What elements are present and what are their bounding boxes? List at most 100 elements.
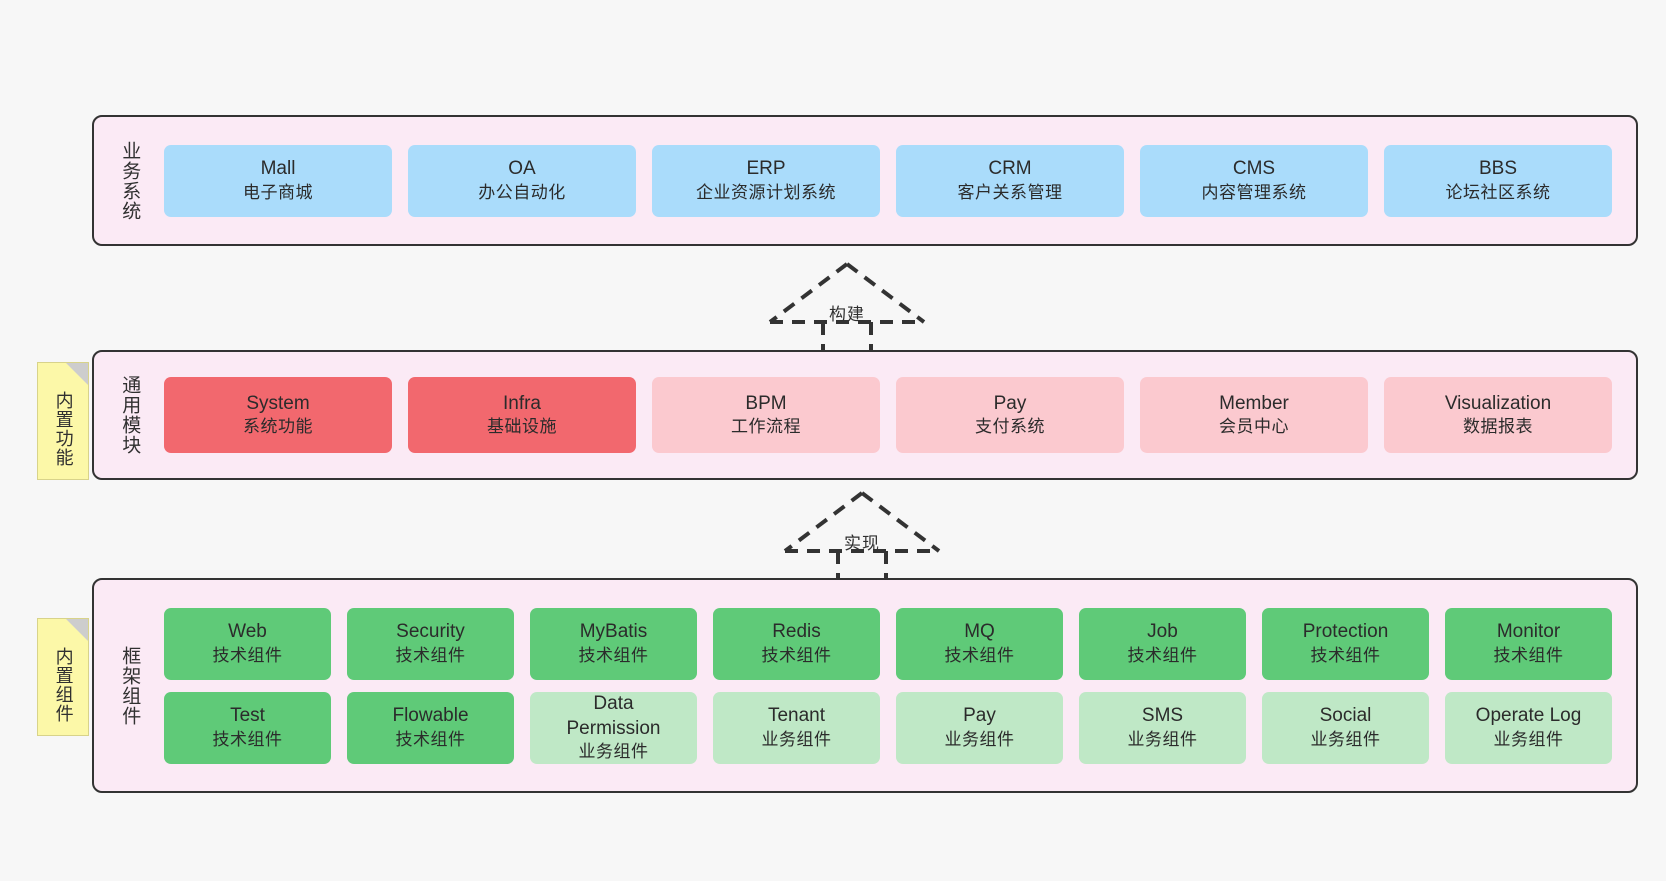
node-title: Security [396, 621, 465, 643]
node-subtitle: 论坛社区系统 [1445, 182, 1551, 202]
node-title: MyBatis [579, 621, 648, 643]
node-member[interactable]: Member 会员中心 [1140, 377, 1368, 453]
node-title: MQ [964, 621, 995, 643]
node-subtitle: 技术组件 [944, 645, 1015, 665]
layer-body-business: Mall 电子商城 OA 办公自动化 ERP 企业资源计划系统 CRM 客户关系… [150, 117, 1636, 244]
node-title: Protection [1302, 621, 1389, 643]
box-row: Test 技术组件 Flowable 技术组件 Data Permission … [156, 691, 1620, 764]
node-subtitle: 办公自动化 [478, 182, 566, 202]
node-subtitle: 业务组件 [578, 741, 649, 761]
node-redis[interactable]: Redis 技术组件 [713, 607, 880, 680]
node-subtitle: 技术组件 [395, 729, 466, 749]
node-security[interactable]: Security 技术组件 [347, 607, 514, 680]
note-text: 内置组件 [53, 647, 74, 723]
node-title: Infra [502, 392, 542, 414]
node-subtitle: 技术组件 [578, 645, 649, 665]
node-social[interactable]: Social 业务组件 [1262, 691, 1429, 764]
node-subtitle: 业务组件 [1310, 729, 1381, 749]
node-subtitle: 系统功能 [243, 417, 313, 437]
node-cms[interactable]: CMS 内容管理系统 [1140, 144, 1368, 217]
box-row: Web 技术组件 Security 技术组件 MyBatis 技术组件 Redi… [156, 607, 1620, 680]
layer-framework-components: 框架组件 Web 技术组件 Security 技术组件 MyBatis 技术组件 [92, 578, 1638, 793]
node-oa[interactable]: OA 办公自动化 [408, 144, 636, 217]
node-operate-log[interactable]: Operate Log 业务组件 [1445, 691, 1612, 764]
layer-title-business: 业务系统 [119, 140, 141, 221]
node-title: Monitor [1496, 621, 1561, 643]
node-subtitle: 电子商城 [243, 182, 313, 202]
node-subtitle: 客户关系管理 [957, 182, 1063, 202]
node-subtitle: 业务组件 [1127, 729, 1198, 749]
node-pay[interactable]: Pay 支付系统 [896, 377, 1124, 453]
node-title: CMS [1232, 158, 1276, 180]
node-subtitle: 技术组件 [395, 645, 466, 665]
node-title: Job [1147, 621, 1178, 643]
note-builtin-components: 内置组件 [37, 618, 89, 736]
node-title: System [246, 392, 310, 414]
node-visualization[interactable]: Visualization 数据报表 [1384, 377, 1612, 453]
node-protection[interactable]: Protection 技术组件 [1262, 607, 1429, 680]
node-sms[interactable]: SMS 业务组件 [1079, 691, 1246, 764]
node-title: CRM [988, 158, 1032, 180]
layer-body-framework: Web 技术组件 Security 技术组件 MyBatis 技术组件 Redi… [150, 580, 1636, 791]
dashed-hollow-arrow-up-icon [783, 491, 941, 581]
node-mq[interactable]: MQ 技术组件 [896, 607, 1063, 680]
node-subtitle: 基础设施 [487, 417, 557, 437]
node-subtitle: 技术组件 [1493, 645, 1564, 665]
node-erp[interactable]: ERP 企业资源计划系统 [652, 144, 880, 217]
dashed-hollow-arrow-up-icon [768, 262, 926, 352]
note-builtin-features: 内置功能 [37, 362, 89, 480]
node-web[interactable]: Web 技术组件 [164, 607, 331, 680]
node-subtitle: 会员中心 [1219, 417, 1289, 437]
node-subtitle: 企业资源计划系统 [696, 182, 836, 202]
node-infra[interactable]: Infra 基础设施 [408, 377, 636, 453]
node-title: OA [508, 158, 536, 180]
node-monitor[interactable]: Monitor 技术组件 [1445, 607, 1612, 680]
layer-title-common: 通用模块 [119, 375, 141, 455]
node-mall[interactable]: Mall 电子商城 [164, 144, 392, 217]
node-title: BPM [745, 392, 787, 414]
node-subtitle: 技术组件 [212, 729, 283, 749]
node-subtitle: 业务组件 [944, 729, 1015, 749]
node-system[interactable]: System 系统功能 [164, 377, 392, 453]
node-title: Mall [260, 158, 296, 180]
node-subtitle: 支付系统 [975, 417, 1045, 437]
node-title: Data Permission [566, 693, 661, 739]
node-subtitle: 技术组件 [1127, 645, 1198, 665]
node-title: Test [230, 705, 265, 727]
node-title: Member [1219, 392, 1289, 414]
node-subtitle: 内容管理系统 [1201, 182, 1307, 202]
node-subtitle: 技术组件 [212, 645, 283, 665]
node-title: Visualization [1444, 392, 1552, 414]
node-title: Operate Log [1475, 705, 1582, 727]
node-subtitle: 业务组件 [1493, 729, 1564, 749]
node-title: Flowable [392, 705, 469, 727]
node-bbs[interactable]: BBS 论坛社区系统 [1384, 144, 1612, 217]
node-subtitle: 业务组件 [761, 729, 832, 749]
node-subtitle: 工作流程 [731, 417, 801, 437]
node-flowable[interactable]: Flowable 技术组件 [347, 691, 514, 764]
layer-common-modules: 通用模块 System 系统功能 Infra 基础设施 BPM 工作流程 [92, 350, 1638, 480]
node-title: ERP [746, 158, 786, 180]
node-title: SMS [1141, 705, 1184, 727]
node-title: Redis [772, 621, 821, 643]
node-pay-component[interactable]: Pay 业务组件 [896, 691, 1063, 764]
connector-realize: 实现 [777, 489, 947, 581]
node-tenant[interactable]: Tenant 业务组件 [713, 691, 880, 764]
node-title: Tenant [767, 705, 826, 727]
node-subtitle: 数据报表 [1463, 417, 1533, 437]
node-title: BBS [1478, 158, 1518, 180]
connector-build: 构建 [762, 260, 932, 352]
node-data-permission[interactable]: Data Permission 业务组件 [530, 691, 697, 764]
node-crm[interactable]: CRM 客户关系管理 [896, 144, 1124, 217]
layer-body-common: System 系统功能 Infra 基础设施 BPM 工作流程 Pay 支付系统 [150, 352, 1636, 478]
node-mybatis[interactable]: MyBatis 技术组件 [530, 607, 697, 680]
node-bpm[interactable]: BPM 工作流程 [652, 377, 880, 453]
box-row: Mall 电子商城 OA 办公自动化 ERP 企业资源计划系统 CRM 客户关系… [156, 144, 1620, 217]
node-test[interactable]: Test 技术组件 [164, 691, 331, 764]
layer-title-framework: 框架组件 [119, 645, 141, 726]
node-title: Pay [963, 705, 996, 727]
node-title: Pay [993, 392, 1027, 414]
node-job[interactable]: Job 技术组件 [1079, 607, 1246, 680]
connector-label-build: 构建 [829, 305, 865, 324]
